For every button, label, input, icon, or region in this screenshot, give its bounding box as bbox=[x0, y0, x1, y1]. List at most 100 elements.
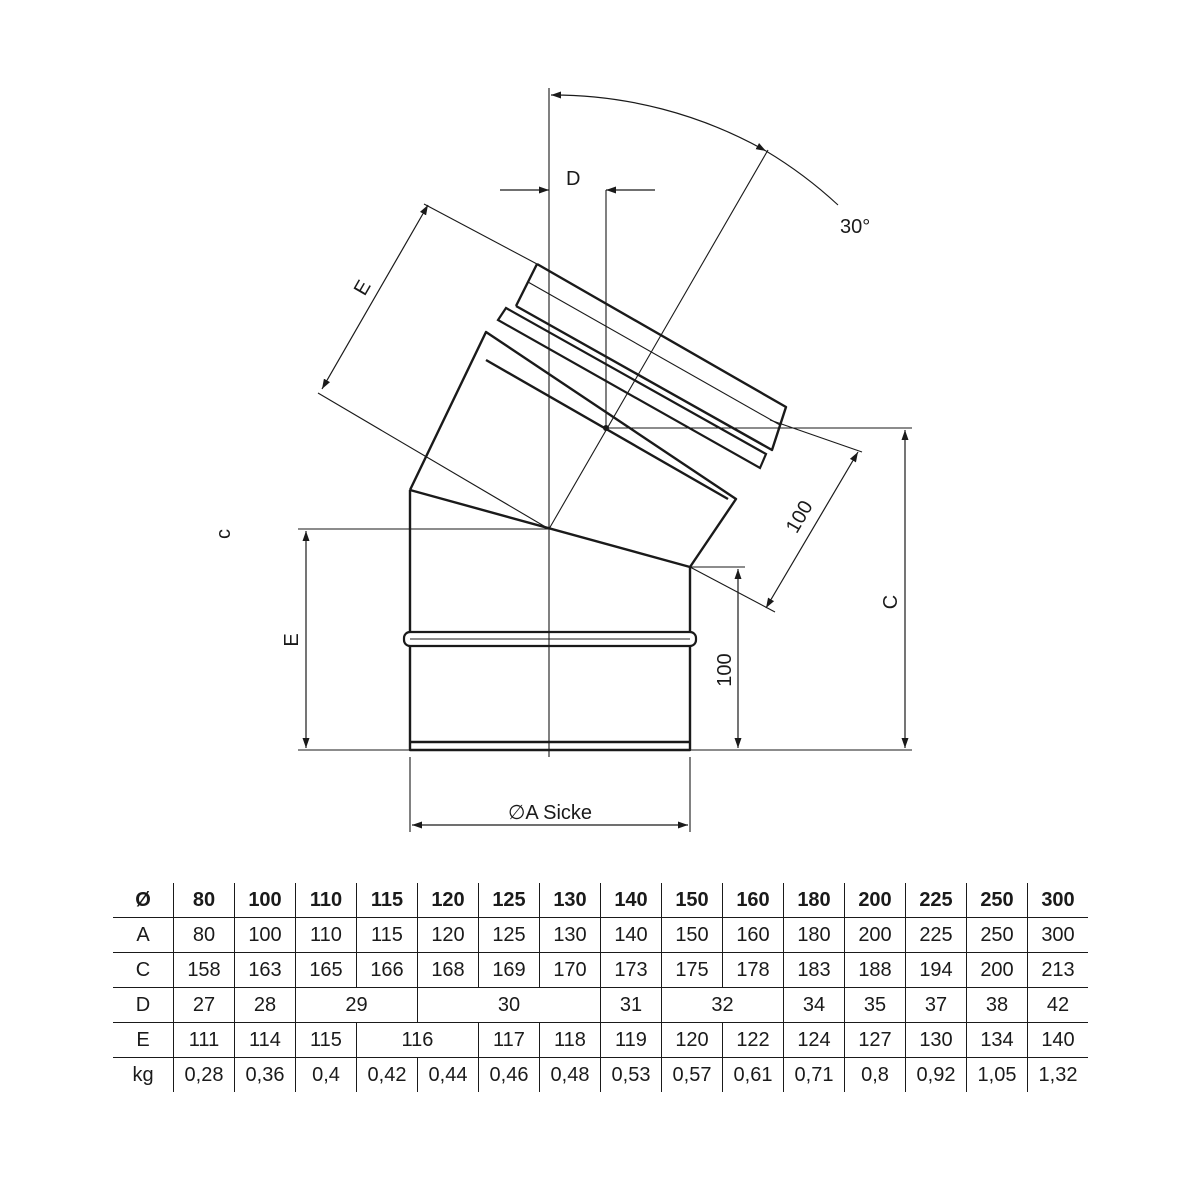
table-cell: 140 bbox=[600, 883, 662, 918]
top-socket bbox=[515, 262, 788, 452]
table-cell: 28 bbox=[234, 987, 296, 1023]
table-cell: 300 bbox=[1027, 917, 1088, 953]
table-cell: 160 bbox=[722, 883, 784, 918]
table-cell: 0,57 bbox=[661, 1057, 723, 1092]
table-cell: 120 bbox=[661, 1022, 723, 1058]
table-cell: 213 bbox=[1027, 952, 1088, 988]
pipe-bend-drawing: 30° D E c E 100 100 C ∅A Sicke bbox=[213, 88, 912, 832]
table-cell: 0,92 bbox=[905, 1057, 967, 1092]
table-cell: 175 bbox=[661, 952, 723, 988]
table-cell: 0,28 bbox=[173, 1057, 235, 1092]
100-lower-label: 100 bbox=[714, 653, 736, 686]
table-cell: 110 bbox=[295, 883, 357, 918]
row-label: kg bbox=[113, 1057, 174, 1092]
table-cell: 170 bbox=[539, 952, 601, 988]
dimension-labels: 30° D E c E 100 100 C ∅A Sicke bbox=[213, 168, 902, 824]
table-cell: 110 bbox=[295, 917, 357, 953]
table-cell: 118 bbox=[539, 1022, 601, 1058]
table-cell: 250 bbox=[966, 883, 1028, 918]
table-cell: 134 bbox=[966, 1022, 1028, 1058]
table-cell: 169 bbox=[478, 952, 540, 988]
c-stray-label: c bbox=[213, 529, 235, 539]
table-cell: 163 bbox=[234, 952, 296, 988]
lower-segment bbox=[408, 490, 692, 752]
table-cell: 225 bbox=[905, 883, 967, 918]
table-cell: 130 bbox=[539, 883, 601, 918]
dim-e-upper bbox=[321, 204, 429, 390]
table-cell: 0,48 bbox=[539, 1057, 601, 1092]
table-cell: 100 bbox=[234, 917, 296, 953]
table-cell: 37 bbox=[905, 987, 967, 1023]
e-upper-label: E bbox=[350, 277, 376, 300]
table-cell: 194 bbox=[905, 952, 967, 988]
table-cell: 117 bbox=[478, 1022, 540, 1058]
row-label: A bbox=[113, 917, 174, 953]
table-cell: 180 bbox=[783, 883, 845, 918]
table-cell: 180 bbox=[783, 917, 845, 953]
table-cell: 27 bbox=[173, 987, 235, 1023]
table-cell: 42 bbox=[1027, 987, 1088, 1023]
table-cell: 111 bbox=[173, 1022, 235, 1058]
table-cell: 0,61 bbox=[722, 1057, 784, 1092]
table-cell: 0,71 bbox=[783, 1057, 845, 1092]
table-cell: 0,53 bbox=[600, 1057, 662, 1092]
dim-100-upper bbox=[765, 451, 859, 609]
table-cell: 160 bbox=[722, 917, 784, 953]
table-cell: 80 bbox=[173, 883, 235, 918]
table-cell: 30 bbox=[417, 987, 601, 1023]
100-upper-label: 100 bbox=[782, 497, 818, 537]
table-cell: 0,8 bbox=[844, 1057, 906, 1092]
table-cell: 0,4 bbox=[295, 1057, 357, 1092]
e-lower-label: E bbox=[281, 633, 303, 646]
table-cell: 124 bbox=[783, 1022, 845, 1058]
table-cell: 31 bbox=[600, 987, 662, 1023]
table-cell: 32 bbox=[661, 987, 784, 1023]
table-cell: 150 bbox=[661, 917, 723, 953]
mitre-seam bbox=[409, 488, 691, 569]
table-cell: 125 bbox=[478, 917, 540, 953]
table-cell: 29 bbox=[295, 987, 418, 1023]
table-cell: 1,05 bbox=[966, 1057, 1028, 1092]
table-cell: 178 bbox=[722, 952, 784, 988]
table-cell: 100 bbox=[234, 883, 296, 918]
diameter-symbol: ∅ bbox=[508, 802, 525, 824]
diameter-label: ∅A Sicke bbox=[508, 802, 592, 824]
table-cell: 200 bbox=[844, 917, 906, 953]
table-cell: 115 bbox=[356, 917, 418, 953]
table-cell: 130 bbox=[539, 917, 601, 953]
table-cell: 0,46 bbox=[478, 1057, 540, 1092]
table-cell: 120 bbox=[417, 917, 479, 953]
construction-lines bbox=[298, 88, 912, 832]
row-label: Ø bbox=[113, 883, 174, 918]
table-cell: 200 bbox=[844, 883, 906, 918]
diameter-text: A Sicke bbox=[525, 802, 592, 824]
table-cell: 158 bbox=[173, 952, 235, 988]
table-cell: 34 bbox=[783, 987, 845, 1023]
table-cell: 250 bbox=[966, 917, 1028, 953]
table-cell: 225 bbox=[905, 917, 967, 953]
table-cell: 80 bbox=[173, 917, 235, 953]
angle-label: 30° bbox=[840, 216, 870, 238]
row-label: D bbox=[113, 987, 174, 1023]
dimension-lines bbox=[302, 91, 909, 829]
table-cell: 116 bbox=[356, 1022, 479, 1058]
table-cell: 188 bbox=[844, 952, 906, 988]
table-cell: 115 bbox=[295, 1022, 357, 1058]
table-cell: 119 bbox=[600, 1022, 662, 1058]
table-cell: 127 bbox=[844, 1022, 906, 1058]
c-main-label: C bbox=[880, 595, 902, 609]
table-cell: 300 bbox=[1027, 883, 1088, 918]
upper-segment bbox=[408, 330, 738, 568]
table-cell: 183 bbox=[783, 952, 845, 988]
table-cell: 130 bbox=[905, 1022, 967, 1058]
d-label: D bbox=[566, 168, 580, 190]
table-cell: 168 bbox=[417, 952, 479, 988]
table-cell: 114 bbox=[234, 1022, 296, 1058]
table-cell: 115 bbox=[356, 883, 418, 918]
